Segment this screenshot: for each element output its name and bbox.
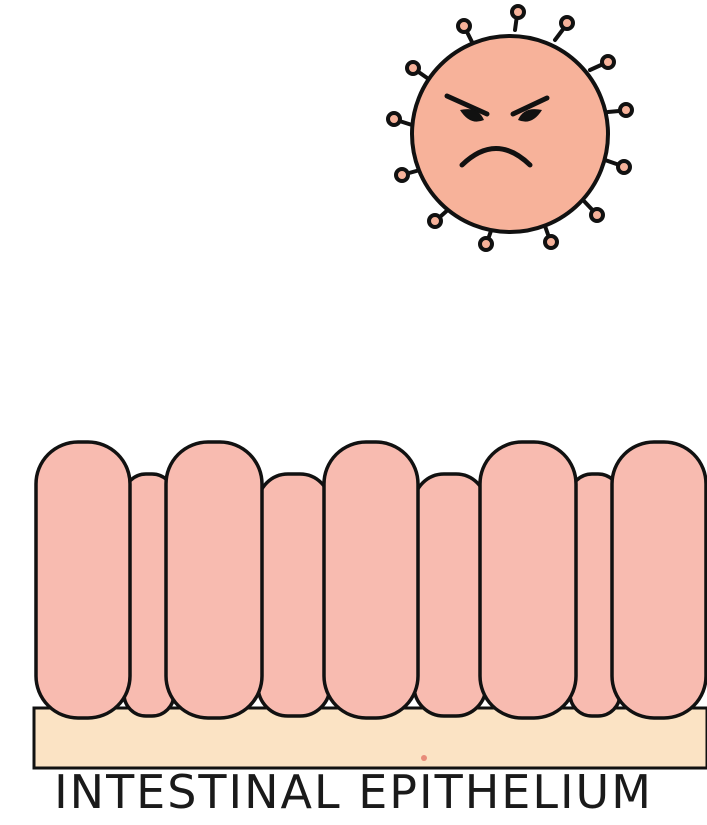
epithelial-cell-tall [480,442,576,718]
epithelial-cell-short [258,474,330,716]
diagram-caption: INTESTINAL EPITHELIUM [0,762,707,822]
epithelial-cell-tall [612,442,706,718]
epithelial-cell-tall [166,442,262,718]
epithelial-cell-short [414,474,486,716]
angry-germ-icon [388,6,632,250]
germ-body [412,36,608,232]
epithelial-cell-tall [324,442,418,718]
epithelial-cell-tall [36,442,130,718]
base-dot [421,755,427,761]
